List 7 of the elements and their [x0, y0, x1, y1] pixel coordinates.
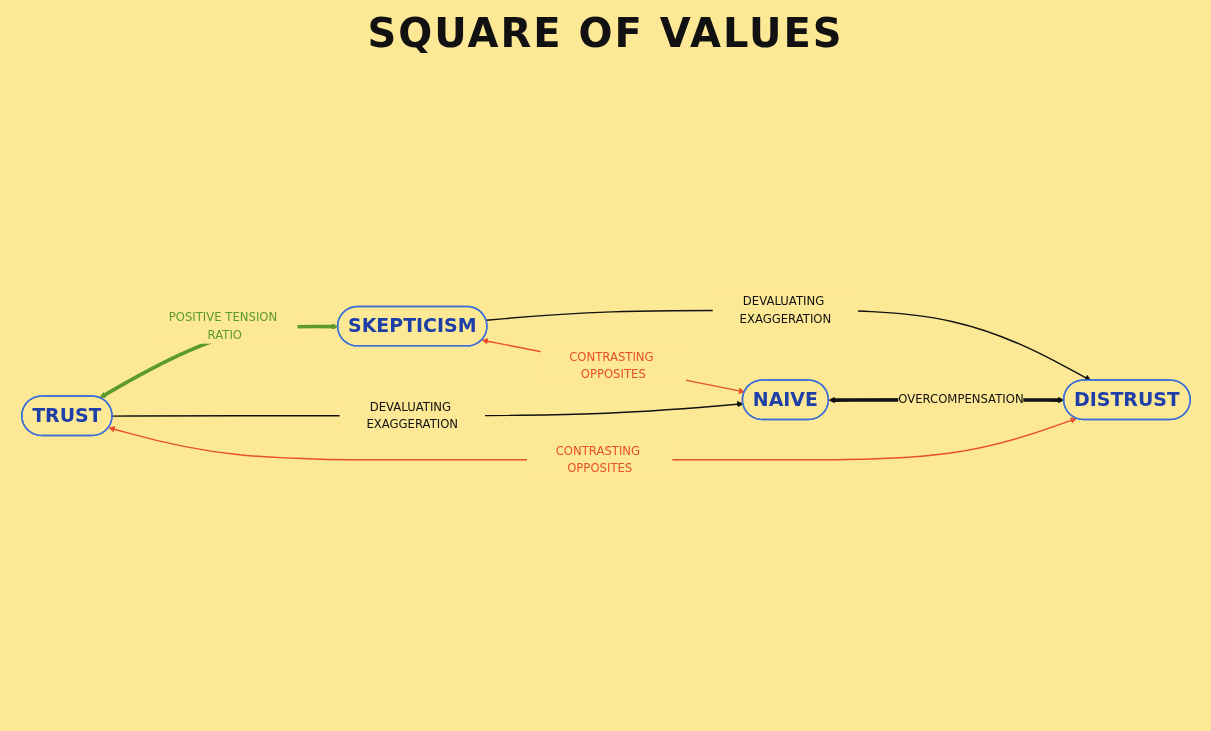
- edge-label: CONTRASTING OPPOSITES: [568, 349, 654, 381]
- edge-label: DEVALUATING EXAGGERATION: [365, 399, 458, 432]
- edge-label: OVERCOMPENSATION: [897, 392, 1024, 407]
- diagram-title: SQUARE OF VALUES: [366, 10, 845, 56]
- edge-label: CONTRASTING OPPOSITES: [555, 443, 640, 476]
- edge-label: DEVALUATING EXAGGERATION: [739, 294, 831, 326]
- edge-label: POSITIVE TENSION RATIO: [168, 310, 277, 342]
